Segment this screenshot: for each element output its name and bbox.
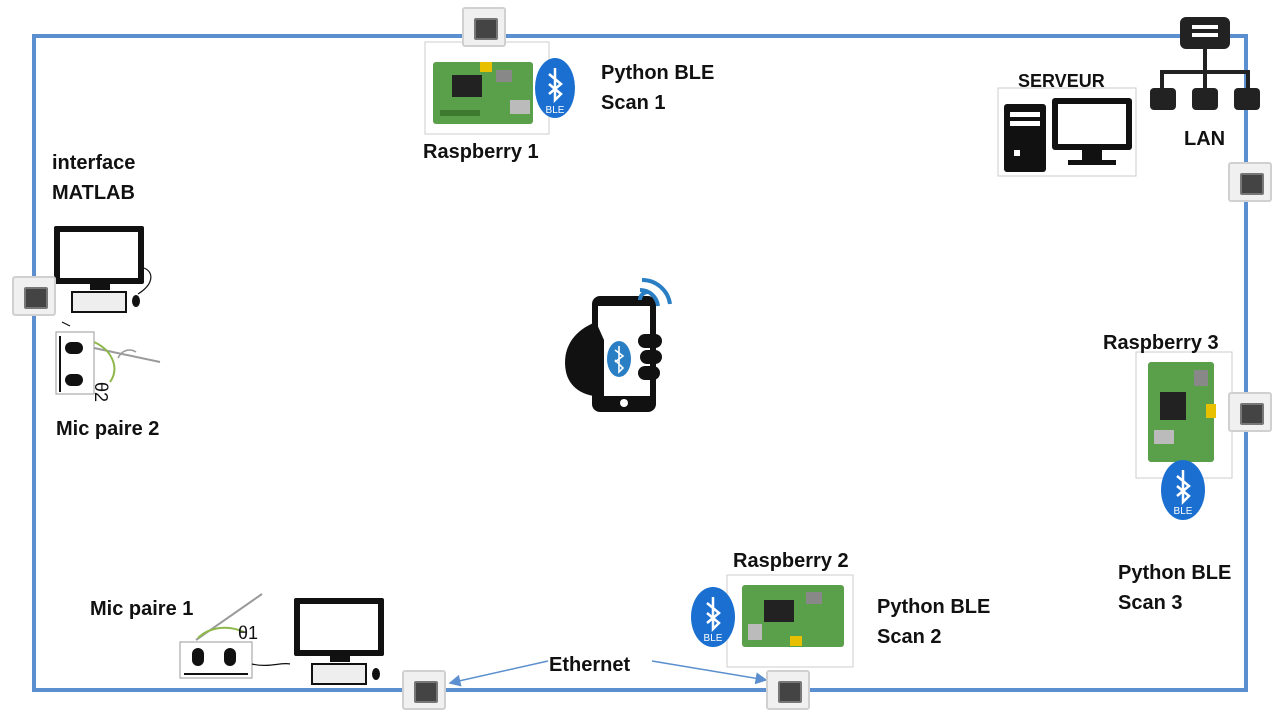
raspberry-pi-board-icon (1135, 351, 1233, 479)
serveur-label: SERVEUR (1018, 71, 1105, 91)
python-ble-scan1-line2: Scan 1 (601, 92, 666, 114)
raspberry1-label: Raspberry 1 (423, 141, 539, 163)
mic-paire2-label: Mic paire 2 (56, 418, 160, 440)
raspberry2-label: Raspberry 2 (733, 550, 849, 572)
interface-matlab-line2: MATLAB (52, 182, 135, 204)
desktop-computer-icon (54, 226, 152, 313)
ethernet-label: Ethernet (549, 654, 631, 676)
interface-matlab-line1: interface (52, 152, 136, 174)
ble-badge-text: BLE (1174, 506, 1193, 517)
theta1-label: θ1 (238, 623, 259, 643)
python-ble-scan2-line2: Scan 2 (877, 626, 942, 648)
interface-matlab-label: interface MATLAB (52, 148, 135, 208)
python-ble-scan3-line1: Python BLE (1118, 562, 1232, 584)
ethernet-arrow-right (651, 660, 768, 685)
server-computer-icon (997, 87, 1137, 177)
raspberry-pi-board-icon (726, 574, 854, 668)
python-ble-scan3-line2: Scan 3 (1118, 592, 1183, 614)
raspberry3-label: Raspberry 3 (1103, 332, 1219, 354)
mic-paire1-label: Mic paire 1 (90, 598, 194, 620)
wifi-signal-icon (638, 277, 672, 307)
ble-badge-text: BLE (704, 633, 723, 644)
ethernet-port-icon (402, 670, 446, 710)
python-ble-scan3-label: Python BLE Scan 3 (1118, 558, 1231, 618)
raspberry-pi-board-icon (424, 41, 550, 135)
ethernet-port-icon (1228, 162, 1272, 202)
python-ble-scan1-label: Python BLE Scan 1 (601, 58, 714, 118)
ethernet-arrow-left (448, 660, 549, 687)
ethernet-port-icon (766, 670, 810, 710)
bluetooth-ble-icon (1161, 460, 1205, 520)
bluetooth-ble-icon (535, 58, 575, 118)
bluetooth-ble-icon (691, 587, 735, 647)
smartphone-hand-icon (565, 296, 662, 412)
ethernet-port-icon (12, 276, 56, 316)
lan-hierarchy-icon (1150, 17, 1260, 110)
python-ble-scan1-line1: Python BLE (601, 62, 715, 84)
network-loop (32, 34, 1248, 692)
python-ble-scan2-label: Python BLE Scan 2 (877, 592, 990, 652)
ethernet-port-icon (462, 7, 506, 47)
ethernet-port-icon (1228, 392, 1272, 432)
desktop-computer-icon (294, 598, 384, 685)
python-ble-scan2-line1: Python BLE (877, 596, 991, 618)
lan-label: LAN (1184, 128, 1226, 150)
microphone-pair-icon (55, 321, 161, 395)
ble-badge-text: BLE (546, 105, 565, 116)
microphone-pair-icon (179, 593, 291, 679)
theta2-label: θ2 (91, 382, 111, 403)
